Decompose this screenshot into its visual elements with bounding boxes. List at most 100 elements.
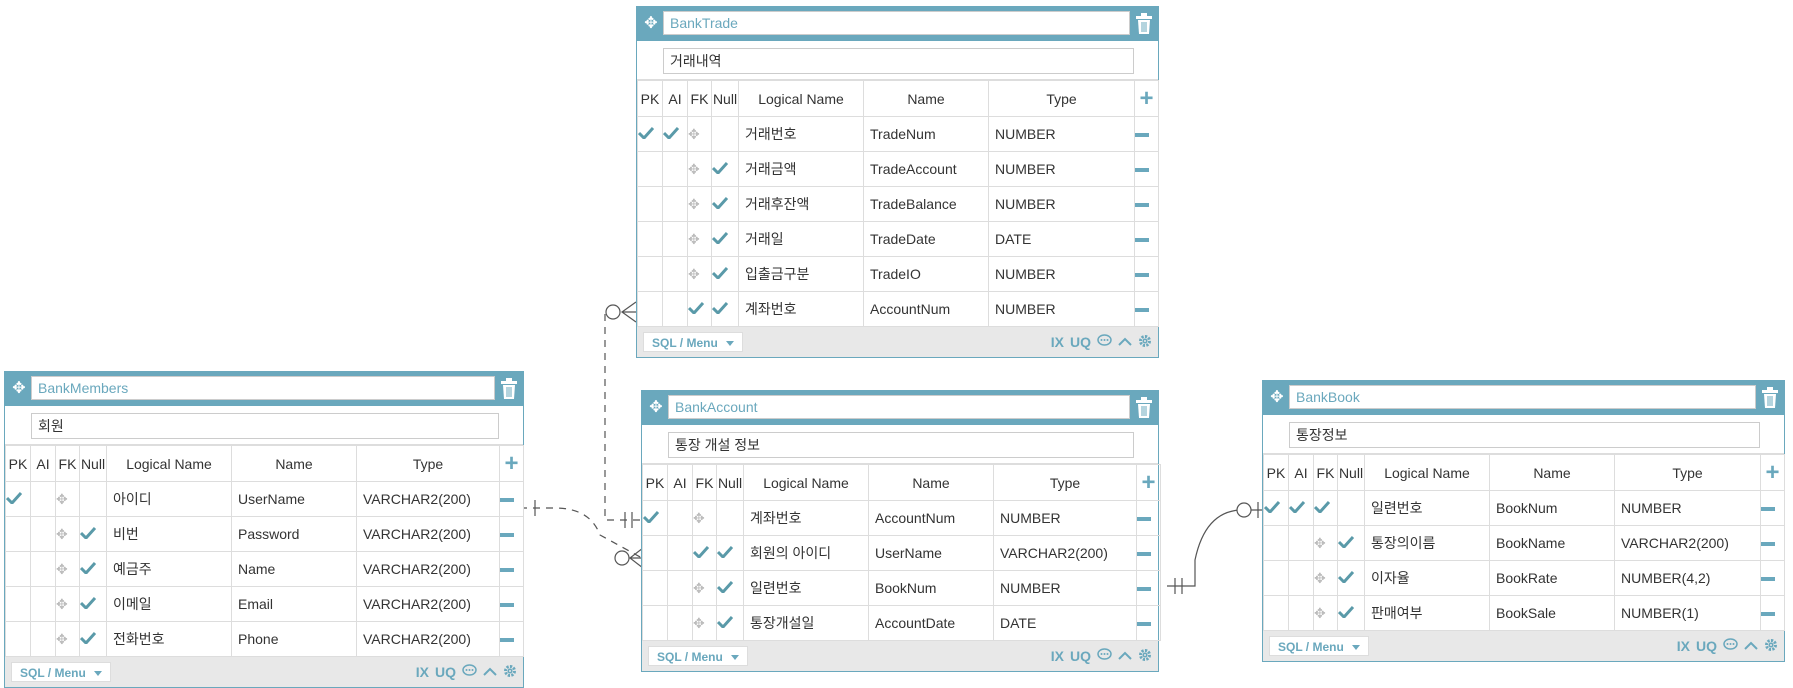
remove-column-button[interactable] xyxy=(1134,256,1159,292)
null-cell[interactable] xyxy=(79,551,107,587)
logical-name-field[interactable]: 아이디 xyxy=(106,481,232,517)
null-cell[interactable] xyxy=(716,500,744,536)
index-button[interactable]: IX xyxy=(1676,638,1690,654)
pk-cell[interactable] xyxy=(1263,525,1289,561)
fk-cell[interactable]: ✥ xyxy=(55,621,80,657)
column-name-field[interactable]: TradeBalance xyxy=(863,186,989,222)
logical-name-field[interactable]: 거래금액 xyxy=(738,151,864,187)
column-name-field[interactable]: UserName xyxy=(868,535,994,571)
column-type-field[interactable]: NUMBER xyxy=(1614,490,1761,526)
remove-column-button[interactable] xyxy=(1134,291,1159,327)
comment-icon[interactable] xyxy=(1097,648,1112,664)
pk-cell[interactable] xyxy=(5,551,31,587)
drag-handle-icon[interactable]: ✥ xyxy=(688,160,700,177)
column-name-field[interactable]: Phone xyxy=(231,621,357,657)
column-type-field[interactable]: NUMBER(4,2) xyxy=(1614,560,1761,596)
null-cell[interactable] xyxy=(1337,560,1365,596)
remove-column-button[interactable] xyxy=(1134,116,1159,152)
pk-cell[interactable] xyxy=(1263,595,1289,631)
gear-icon[interactable] xyxy=(1764,638,1778,655)
null-cell[interactable] xyxy=(1337,490,1365,526)
remove-column-button[interactable] xyxy=(499,551,524,587)
logical-name-field[interactable]: 일련번호 xyxy=(743,570,869,606)
relation-members-account[interactable] xyxy=(520,507,643,559)
fk-cell[interactable]: ✥ xyxy=(687,151,712,187)
drag-handle-icon[interactable]: ✥ xyxy=(1314,569,1326,586)
gear-icon[interactable] xyxy=(1138,648,1152,665)
remove-column-button[interactable] xyxy=(1134,221,1159,257)
pk-cell[interactable] xyxy=(1263,490,1289,526)
table-name-input[interactable]: BankBook xyxy=(1289,385,1756,409)
column-type-field[interactable]: DATE xyxy=(988,221,1135,257)
add-column-button[interactable]: + xyxy=(1760,454,1785,491)
drag-handle-icon[interactable]: ✥ xyxy=(56,630,68,647)
pk-cell[interactable] xyxy=(5,481,31,517)
sql-menu-dropdown[interactable]: SQL / Menu xyxy=(643,332,743,352)
logical-name-field[interactable]: 통장의이름 xyxy=(1364,525,1490,561)
drag-handle-icon[interactable]: ✥ xyxy=(56,595,68,612)
remove-column-button[interactable] xyxy=(499,586,524,622)
unique-button[interactable]: UQ xyxy=(1070,334,1091,350)
add-column-button[interactable]: + xyxy=(1134,80,1159,117)
remove-column-button[interactable] xyxy=(1136,570,1161,606)
column-type-field[interactable]: NUMBER xyxy=(993,570,1137,606)
fk-cell[interactable]: ✥ xyxy=(692,605,717,641)
null-cell[interactable] xyxy=(716,535,744,571)
fk-cell[interactable]: ✥ xyxy=(1313,560,1338,596)
sql-menu-dropdown[interactable]: SQL / Menu xyxy=(11,662,111,682)
null-cell[interactable] xyxy=(79,516,107,552)
unique-button[interactable]: UQ xyxy=(1696,638,1717,654)
fk-cell[interactable] xyxy=(1313,490,1338,526)
ai-cell[interactable] xyxy=(667,500,693,536)
null-cell[interactable] xyxy=(711,256,739,292)
column-name-field[interactable]: Email xyxy=(231,586,357,622)
column-name-field[interactable]: Name xyxy=(231,551,357,587)
remove-column-button[interactable] xyxy=(499,481,524,517)
column-type-field[interactable]: VARCHAR2(200) xyxy=(356,621,500,657)
column-type-field[interactable]: NUMBER xyxy=(988,116,1135,152)
remove-column-button[interactable] xyxy=(1136,535,1161,571)
remove-column-button[interactable] xyxy=(1760,490,1785,526)
move-icon[interactable]: ✥ xyxy=(1270,389,1284,406)
column-type-field[interactable]: VARCHAR2(200) xyxy=(356,481,500,517)
column-name-field[interactable]: Password xyxy=(231,516,357,552)
column-name-field[interactable]: TradeIO xyxy=(863,256,989,292)
remove-column-button[interactable] xyxy=(1760,525,1785,561)
remove-column-button[interactable] xyxy=(1136,500,1161,536)
ai-cell[interactable] xyxy=(667,570,693,606)
ai-cell[interactable] xyxy=(1288,560,1314,596)
null-cell[interactable] xyxy=(79,586,107,622)
ai-cell[interactable] xyxy=(30,516,56,552)
pk-cell[interactable] xyxy=(642,535,668,571)
column-type-field[interactable]: VARCHAR2(200) xyxy=(356,586,500,622)
remove-column-button[interactable] xyxy=(1760,560,1785,596)
column-name-field[interactable]: BookRate xyxy=(1489,560,1615,596)
column-name-field[interactable]: BookName xyxy=(1489,525,1615,561)
fk-cell[interactable]: ✥ xyxy=(692,570,717,606)
logical-name-field[interactable]: 예금주 xyxy=(106,551,232,587)
logical-name-field[interactable]: 거래번호 xyxy=(738,116,864,152)
pk-cell[interactable] xyxy=(642,570,668,606)
column-type-field[interactable]: NUMBER xyxy=(993,500,1137,536)
move-icon[interactable]: ✥ xyxy=(649,399,663,416)
null-cell[interactable] xyxy=(1337,525,1365,561)
ai-cell[interactable] xyxy=(30,551,56,587)
null-cell[interactable] xyxy=(79,481,107,517)
index-button[interactable]: IX xyxy=(415,664,429,680)
null-cell[interactable] xyxy=(711,291,739,327)
fk-cell[interactable]: ✥ xyxy=(1313,525,1338,561)
trash-icon[interactable] xyxy=(500,378,518,400)
gear-icon[interactable] xyxy=(503,664,517,681)
fk-cell[interactable]: ✥ xyxy=(55,481,80,517)
relation-account-trade[interactable] xyxy=(604,311,640,521)
remove-column-button[interactable] xyxy=(1136,605,1161,641)
